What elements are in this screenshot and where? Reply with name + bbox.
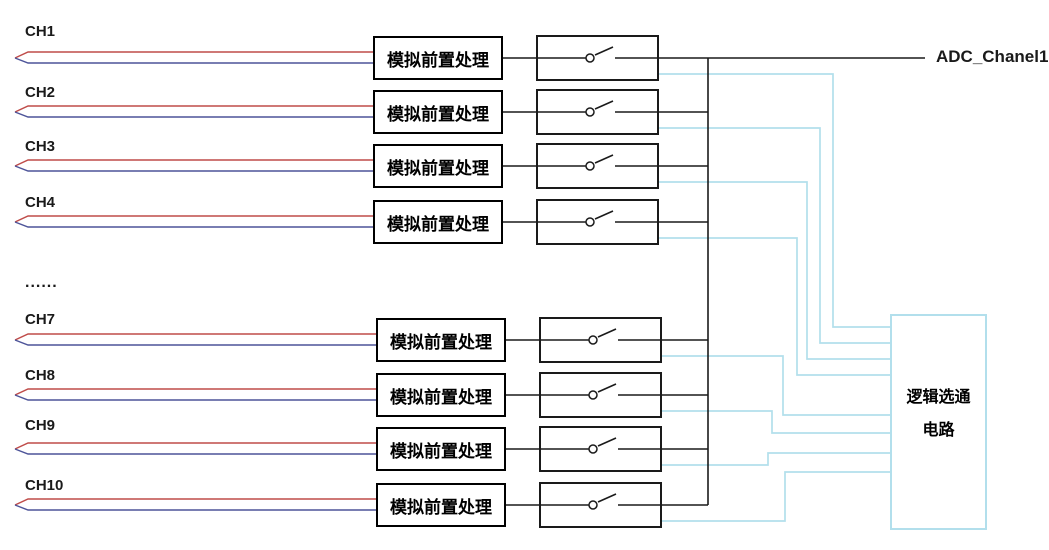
ch2-label: CH2: [25, 84, 56, 101]
ch9-preprocess-box: 模拟前置处理: [376, 427, 506, 471]
ch9-label: CH9: [25, 417, 56, 434]
ch8-input-arrow: [14, 388, 376, 401]
logic-gate-box-line2: 电路: [922, 421, 955, 439]
ch9-switch-symbol: [539, 426, 662, 472]
logic-gate-box-line1: 逻辑选通: [906, 388, 971, 406]
ch10-switch-symbol: [539, 482, 662, 528]
ch4-label: CH4: [25, 194, 56, 211]
ch2-input-arrow: [14, 105, 373, 118]
ch4-preprocess-box: 模拟前置处理: [373, 200, 503, 244]
ch7-preprocess-box: 模拟前置处理: [376, 318, 506, 362]
ch9-control-line: [661, 452, 890, 466]
ch7-switch-symbol: [539, 317, 662, 363]
ch4-input-arrow: [14, 215, 373, 228]
adc-output-label: ADC_Chanel1: [936, 47, 1049, 66]
ellipsis-label: ......: [25, 274, 58, 291]
ch3-label: CH3: [25, 138, 56, 155]
ch4-switch-symbol: [536, 199, 659, 245]
ch10-preprocess-box: 模拟前置处理: [376, 483, 506, 527]
ch8-switch-symbol: [539, 372, 662, 418]
ch4-control-line: [658, 237, 890, 376]
ch1-control-line: [658, 73, 890, 328]
ch2-control-line: [658, 127, 890, 344]
ch10-input-arrow: [14, 498, 376, 511]
ch10-control-line: [661, 471, 890, 522]
ch3-switch-symbol: [536, 143, 659, 189]
ch7-control-line: [661, 355, 890, 416]
ch8-label: CH8: [25, 367, 56, 384]
ch8-control-line: [661, 410, 890, 434]
ch3-input-arrow: [14, 159, 373, 172]
ch2-preprocess-box: 模拟前置处理: [373, 90, 503, 134]
ch3-preprocess-box: 模拟前置处理: [373, 144, 503, 188]
ch1-label: CH1: [25, 23, 56, 40]
ch7-label: CH7: [25, 311, 56, 328]
ch2-switch-symbol: [536, 89, 659, 135]
ch7-input-arrow: [14, 333, 376, 346]
ch10-label: CH10: [25, 477, 64, 494]
ch3-control-line: [658, 181, 890, 360]
logic-gate-box: 逻辑选通 电路: [890, 314, 987, 530]
ch8-preprocess-box: 模拟前置处理: [376, 373, 506, 417]
ch1-switch-symbol: [536, 35, 659, 81]
ch1-preprocess-box: 模拟前置处理: [373, 36, 503, 80]
ch1-input-arrow: [14, 51, 373, 64]
ch9-input-arrow: [14, 442, 376, 455]
